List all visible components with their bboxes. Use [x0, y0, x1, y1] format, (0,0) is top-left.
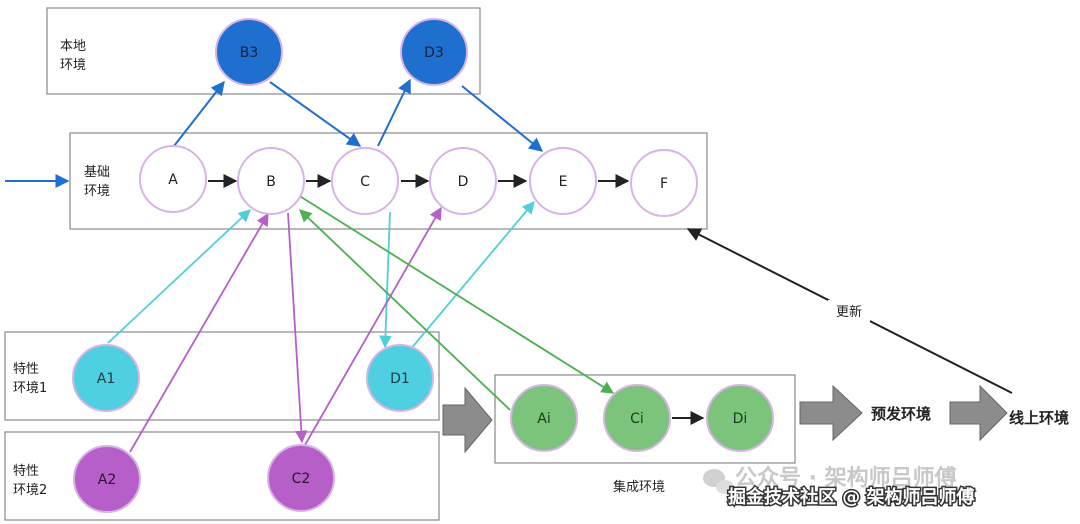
svg-text:E: E [559, 174, 568, 190]
node-e: E [529, 147, 597, 215]
big-arrow-integration-to-preprod [799, 384, 863, 442]
prod-label: 线上环境 [1009, 409, 1069, 427]
node-di: Di [706, 384, 774, 452]
local-env-label-2: 环境 [60, 58, 86, 73]
svg-text:B: B [266, 174, 276, 190]
node-f: F [630, 149, 698, 217]
edge-c-d3 [377, 78, 411, 147]
preprod-label: 预发环境 [871, 405, 931, 423]
update-label: 更新 [836, 304, 862, 320]
watermark-line2: 掘金技术社区 @ 架构师吕师傅 [728, 486, 975, 508]
svg-text:C2: C2 [292, 471, 311, 487]
wechat-icon [703, 469, 734, 494]
big-arrow-preprod-to-prod [949, 384, 1008, 442]
node-a1: A1 [72, 344, 140, 412]
edge-a1-b [107, 209, 251, 344]
local-env-label-1: 本地 [60, 39, 86, 54]
node-d3: D3 [400, 18, 468, 86]
local-env-box [46, 7, 481, 95]
svg-text:D: D [458, 174, 469, 190]
edge-b3-c [269, 81, 362, 147]
svg-text:Ai: Ai [537, 411, 550, 427]
svg-text:A: A [168, 172, 178, 188]
edge-c-d1 [379, 211, 392, 349]
node-ai: Ai [510, 384, 578, 452]
feature1-env-box [4, 331, 440, 421]
feature1-env-label-2: 环境1 [13, 381, 47, 396]
feature1-env-label-1: 特性 [13, 362, 39, 377]
node-d: D [429, 147, 497, 215]
watermark-line1: 公众号 · 架构师吕师傅 [735, 465, 957, 491]
node-a2: A2 [73, 445, 141, 513]
svg-text:Di: Di [733, 411, 748, 427]
edge-d3-e [461, 85, 544, 152]
edge-d1-e [409, 201, 535, 351]
node-d1: D1 [366, 344, 434, 412]
svg-text:C: C [360, 174, 370, 190]
update-label-bg [828, 300, 870, 322]
node-ci: Ci [603, 384, 671, 452]
watermark: 公众号 · 架构师吕师傅 掘金技术社区 @ 架构师吕师傅 [703, 465, 976, 510]
node-c: C [331, 147, 399, 215]
node-c2: C2 [267, 444, 335, 512]
edge-c2-d [304, 206, 442, 446]
node-b: B [237, 147, 305, 215]
svg-text:B3: B3 [240, 45, 259, 61]
feature2-env-label-1: 特性 [13, 464, 39, 479]
svg-text:A1: A1 [97, 371, 115, 387]
svg-text:D3: D3 [424, 45, 444, 61]
edge-b-ci [297, 194, 615, 394]
svg-text:D1: D1 [390, 371, 410, 387]
base-env-label-2: 环境 [84, 184, 110, 199]
integration-env-box [494, 374, 796, 464]
integration-env-label: 集成环境 [613, 479, 665, 495]
svg-text:F: F [660, 176, 668, 192]
edge-b-c2 [287, 212, 308, 444]
big-arrow-features-to-integration [442, 386, 493, 454]
base-env-label-1: 基础 [84, 165, 110, 180]
svg-text:A2: A2 [98, 472, 116, 488]
feature2-env-box [4, 431, 440, 521]
svg-text:Ci: Ci [630, 411, 644, 427]
node-a: A [139, 145, 207, 213]
edge-a2-b [129, 212, 269, 453]
node-b3: B3 [215, 18, 283, 86]
edge-a-b3 [173, 80, 225, 147]
edge-ai-b [299, 209, 511, 411]
feature2-env-label-2: 环境2 [13, 483, 47, 498]
